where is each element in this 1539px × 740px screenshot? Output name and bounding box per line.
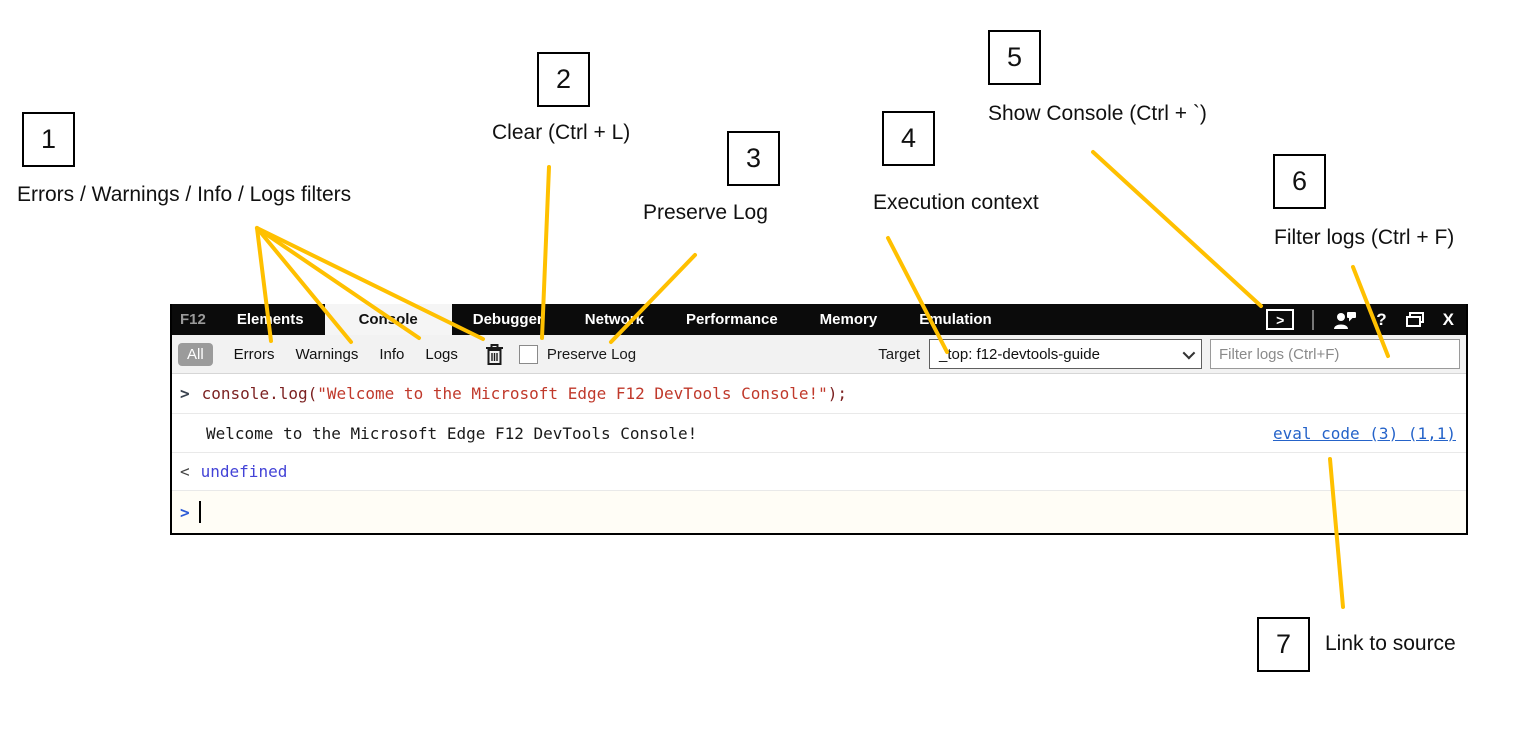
return-value: undefined	[200, 462, 288, 481]
callout-number: 6	[1291, 166, 1308, 196]
text-cursor	[198, 501, 201, 523]
console-input-echo-row: > console.log("Welcome to the Microsoft …	[172, 374, 1466, 414]
input-chevron-icon: >	[180, 384, 190, 403]
tab-console[interactable]: Console	[324, 304, 452, 335]
console-toolbar: All Errors Warnings Info Logs Preserve L…	[172, 335, 1466, 374]
callout-box-3: 3	[727, 131, 780, 186]
unpin-window-icon[interactable]	[1405, 311, 1425, 329]
callout-box-7: 7	[1257, 617, 1310, 672]
devtools-window: F12 Elements Console Debugger Network Pe…	[170, 304, 1468, 535]
callout-number: 5	[1006, 42, 1023, 72]
callout-number: 3	[745, 143, 762, 173]
clear-console-button[interactable]	[485, 343, 504, 366]
callout-number: 2	[555, 64, 572, 94]
log-message: Welcome to the Microsoft Edge F12 DevToo…	[206, 423, 698, 443]
execution-context-dropdown[interactable]: _top: f12-devtools-guide	[929, 339, 1202, 369]
return-chevron-icon: <	[180, 462, 190, 481]
callout-box-4: 4	[882, 111, 935, 166]
callout-number: 4	[900, 123, 917, 153]
preserve-log-label[interactable]: Preserve Log	[546, 345, 637, 363]
tab-debugger[interactable]: Debugger	[472, 311, 543, 328]
devtools-tabbar: F12 Elements Console Debugger Network Pe…	[172, 304, 1466, 335]
callout-box-1: 1	[22, 112, 75, 167]
callout-box-2: 2	[537, 52, 590, 107]
tab-elements[interactable]: Elements	[236, 311, 304, 328]
filter-warnings-button[interactable]: Warnings	[295, 345, 359, 363]
preserve-log-checkbox[interactable]	[518, 344, 538, 364]
callout-label-preserve-log: Preserve Log	[643, 201, 768, 224]
callout-box-6: 6	[1273, 154, 1326, 209]
trash-icon	[485, 343, 503, 365]
console-return-row: < undefined	[172, 453, 1466, 491]
callout-label-filter-logs: Filter logs (Ctrl + F)	[1274, 226, 1455, 249]
callout-label-execution-context: Execution context	[873, 191, 1039, 214]
help-icon[interactable]: ?	[1376, 309, 1387, 329]
connector-show-console	[1091, 150, 1263, 308]
callout-label-show-console: Show Console (Ctrl + `)	[988, 102, 1207, 125]
close-icon[interactable]: X	[1442, 309, 1454, 329]
tab-emulation[interactable]: Emulation	[919, 311, 992, 328]
chevron-down-icon	[1182, 346, 1196, 359]
console-prompt-row[interactable]: >	[172, 491, 1466, 533]
show-console-icon[interactable]: >	[1266, 309, 1295, 330]
titlebar-separator	[1312, 309, 1315, 330]
tab-performance[interactable]: Performance	[685, 311, 778, 328]
execution-context-value: _top: f12-devtools-guide	[939, 345, 1100, 363]
prompt-chevron-icon: >	[180, 502, 190, 522]
target-label: Target	[878, 345, 920, 363]
console-log-area: > console.log("Welcome to the Microsoft …	[172, 374, 1466, 533]
titlebar-icons: > ? X	[1266, 304, 1466, 335]
filter-all-button[interactable]: All	[178, 342, 213, 366]
filter-info-button[interactable]: Info	[379, 345, 405, 363]
tab-f12[interactable]: F12	[180, 311, 206, 328]
tab-network[interactable]: Network	[584, 311, 644, 328]
filter-logs-button[interactable]: Logs	[425, 345, 458, 363]
filter-errors-button[interactable]: Errors	[233, 345, 275, 363]
feedback-user-icon[interactable]	[1332, 310, 1358, 330]
callout-label-clear: Clear (Ctrl + L)	[492, 121, 631, 144]
callout-box-5: 5	[988, 30, 1041, 85]
echoed-command: console.log("Welcome to the Microsoft Ed…	[201, 384, 848, 403]
callout-label-link-to-source: Link to source	[1325, 632, 1456, 655]
filter-logs-input[interactable]	[1210, 339, 1460, 369]
console-log-message-row: Welcome to the Microsoft Edge F12 DevToo…	[172, 414, 1466, 453]
callout-number: 7	[1275, 629, 1292, 659]
callout-label-filters: Errors / Warnings / Info / Logs filters	[17, 183, 352, 206]
tab-memory[interactable]: Memory	[819, 311, 878, 328]
source-link[interactable]: eval code (3) (1,1)	[1272, 423, 1456, 443]
callout-number: 1	[40, 124, 57, 154]
